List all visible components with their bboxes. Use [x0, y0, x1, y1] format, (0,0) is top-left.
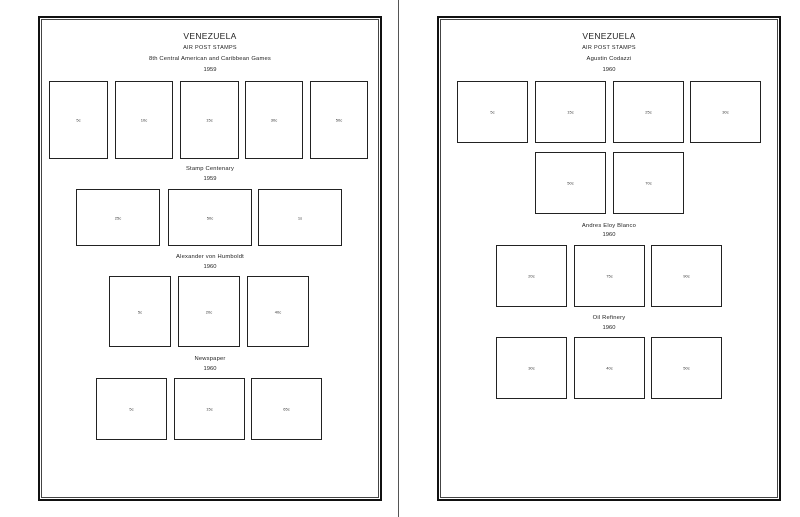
stamp-denomination: 50c [335, 117, 343, 123]
stamp-denomination: 50c [206, 215, 214, 220]
issue-year: 1960 [602, 325, 616, 331]
stamp-denomination: 20c [528, 273, 535, 279]
stamp-denomination: 15c [567, 109, 574, 115]
stamp-denomination: 15c [206, 406, 213, 412]
stamp-denomination: 30c [722, 109, 729, 115]
issue-year: 1959 [203, 67, 217, 73]
stamp-space: 5c [457, 81, 528, 143]
issue-title: Stamp Centenary [185, 166, 235, 172]
stamp-denomination: 10c [140, 117, 148, 123]
stamp-denomination: 90c [683, 273, 690, 279]
stamp-space: 5c [96, 378, 167, 440]
stamp-space: 70c [613, 152, 684, 214]
stamp-space: 1s [258, 189, 342, 246]
stamp-space: 65c [251, 378, 322, 440]
issue-title: Alexander von Humboldt [176, 254, 244, 260]
stamp-denomination: 50c [683, 365, 690, 371]
stamp-denomination: 40c [606, 365, 613, 371]
issue-year: 1960 [602, 232, 616, 238]
stamp-denomination: 25c [645, 109, 652, 115]
stamp-space: 15c [174, 378, 245, 440]
stamp-denomination: 1s [297, 215, 303, 220]
stamp-space: 20c [496, 245, 567, 307]
stamp-space: 5c [109, 276, 171, 347]
stamp-space: 50c [651, 337, 722, 399]
album-page-left: VENEZUELA AIR POST STAMPS 8th Central Am… [38, 16, 382, 501]
page-country-title: VENEZUELA [582, 31, 636, 41]
stamp-space: 20c [178, 276, 240, 347]
album-page-right: VENEZUELA AIR POST STAMPS Agustin Codazz… [437, 16, 781, 501]
stamp-space: 10c [115, 81, 173, 159]
stamp-space: 30c [245, 81, 303, 159]
stamp-space: 30c [496, 337, 567, 399]
page-country-title: VENEZUELA [183, 31, 237, 41]
issue-title: 8th Central American and Caribbean Games [148, 56, 272, 62]
stamp-denomination: 25c [114, 215, 122, 220]
stamp-space: 25c [613, 81, 684, 143]
page-subtitle: AIR POST STAMPS [582, 45, 636, 51]
page-divider [398, 0, 399, 517]
issue-title: Oil Refinery [592, 315, 626, 321]
stamp-space: 25c [76, 189, 160, 246]
stamp-space: 40c [247, 276, 309, 347]
issue-year: 1959 [203, 176, 217, 182]
stamp-space: 30c [690, 81, 761, 143]
stamp-denomination: 70c [645, 180, 652, 186]
stamp-denomination: 5c [137, 309, 143, 314]
stamp-space: 50c [535, 152, 606, 214]
issue-title: Andres Eloy Blanco [581, 223, 637, 229]
page-subtitle: AIR POST STAMPS [183, 45, 237, 51]
stamp-denomination: 20c [205, 309, 213, 314]
stamp-denomination: 65c [283, 406, 290, 412]
issue-year: 1960 [602, 67, 616, 73]
stamp-space: 50c [168, 189, 252, 246]
stamp-denomination: 30c [528, 365, 535, 371]
stamp-denomination: 30c [270, 117, 278, 123]
issue-year: 1960 [203, 366, 217, 372]
stamp-denomination: 15c [206, 117, 213, 123]
stamp-space: 15c [535, 81, 606, 143]
stamp-space: 5c [49, 81, 108, 159]
stamp-denomination: 5c [76, 117, 81, 123]
stamp-space: 50c [310, 81, 368, 159]
issue-year: 1960 [203, 264, 217, 270]
issue-title: Newspaper [194, 356, 226, 362]
stamp-space: 15c [180, 81, 239, 159]
stamp-denomination: 40c [274, 309, 282, 314]
stamp-space: 90c [651, 245, 722, 307]
stamp-denomination: 50c [567, 180, 574, 186]
stamp-denomination: 75c [606, 273, 613, 279]
stamp-space: 40c [574, 337, 645, 399]
stamp-space: 75c [574, 245, 645, 307]
stamp-denomination: 5c [129, 406, 134, 412]
issue-title: Agustin Codazzi [586, 56, 632, 62]
stamp-denomination: 5c [490, 109, 495, 115]
